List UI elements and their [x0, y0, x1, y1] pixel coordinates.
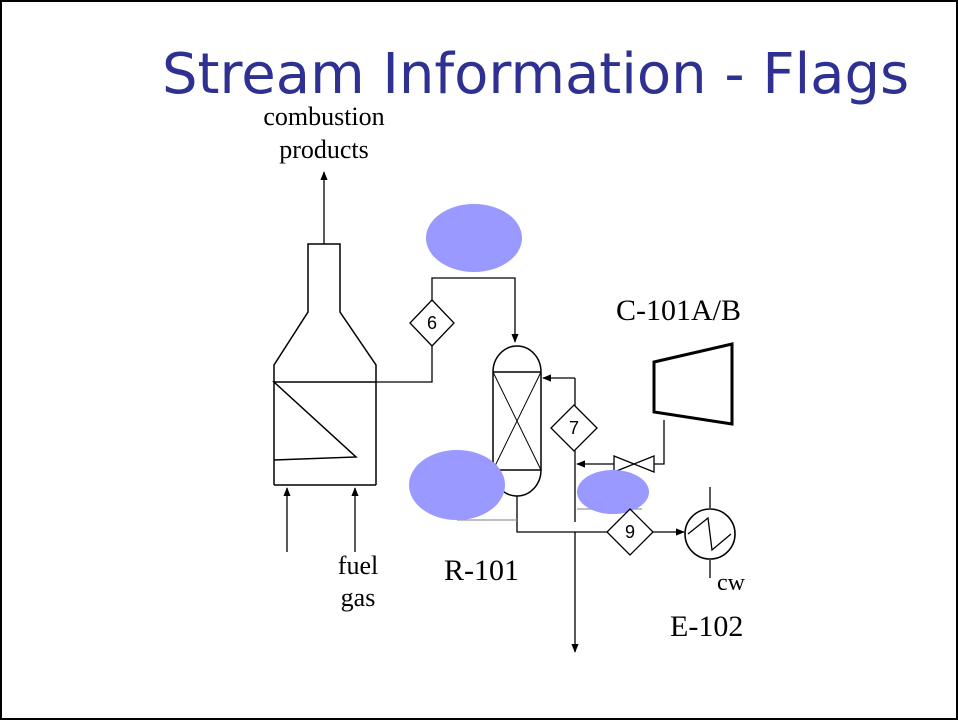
- flag-ellipse-left: [409, 450, 505, 520]
- heat-exchanger-e102: [684, 487, 736, 578]
- stream-flag-6: 6: [409, 299, 455, 347]
- stream-6-line: [376, 277, 519, 383]
- slide-title: Stream Information - Flags: [162, 42, 910, 107]
- flag-ellipse-right: [577, 470, 649, 514]
- combustion-products-label-2: products: [279, 135, 369, 164]
- svg-text:6: 6: [427, 313, 437, 333]
- stream-flag-9: 9: [606, 508, 654, 556]
- svg-text:9: 9: [625, 522, 635, 542]
- fuel-gas-label-2: gas: [341, 583, 376, 612]
- flag-ellipse-top: [426, 204, 522, 272]
- reactor-label: R-101: [444, 554, 519, 587]
- compressor-discharge-line: [654, 420, 665, 465]
- heater-coil: [272, 381, 376, 461]
- exchanger-label: E-102: [670, 610, 743, 643]
- compressor-c101ab: [652, 342, 734, 426]
- svg-text:7: 7: [569, 418, 579, 438]
- combustion-products-label-1: combustion: [263, 102, 384, 131]
- compressor-label: C-101A/B: [616, 294, 741, 327]
- stream-flag-7: 7: [550, 404, 598, 452]
- control-valve-icon: [613, 455, 655, 473]
- cooling-water-label: cw: [717, 570, 746, 596]
- fired-heater: [272, 243, 377, 486]
- fuel-gas-label-1: fuel: [338, 551, 378, 580]
